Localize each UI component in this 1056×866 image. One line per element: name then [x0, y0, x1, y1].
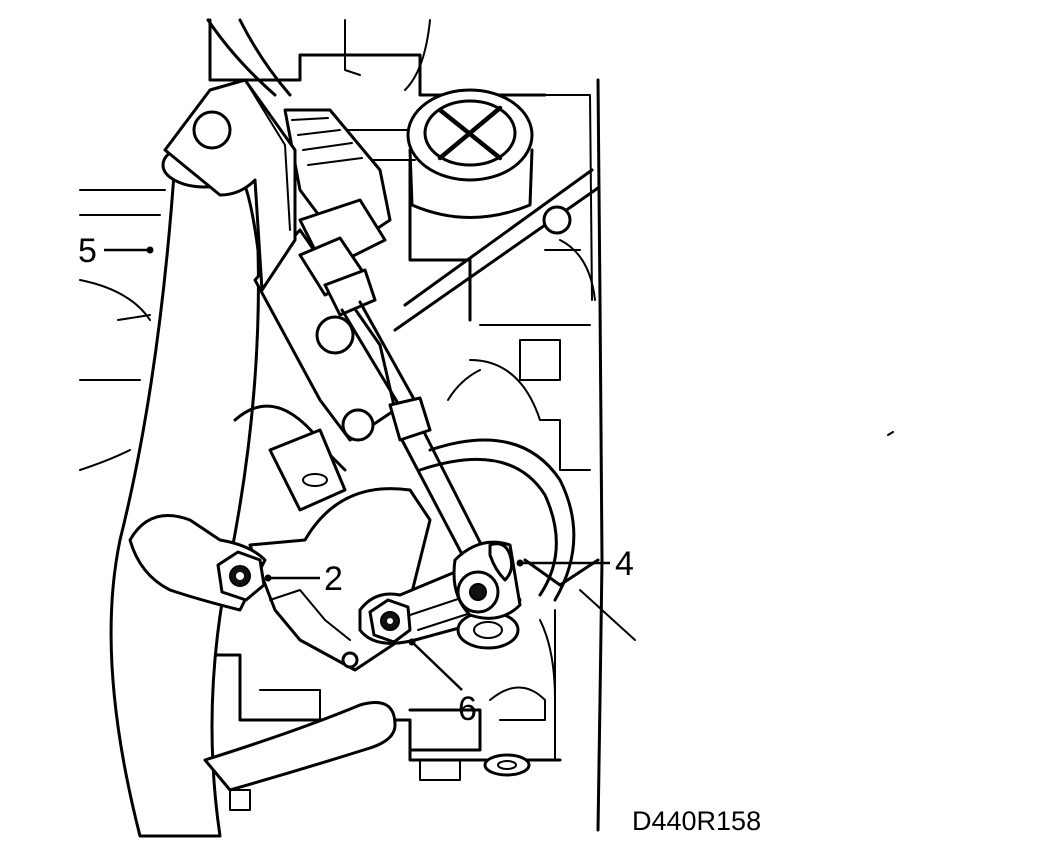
lower-pipe: [203, 701, 397, 792]
brace-rod: [393, 168, 600, 332]
nut-6: [368, 598, 412, 644]
hose-5: [79, 141, 260, 838]
nut-2: [216, 550, 266, 602]
stray-mark: [887, 431, 894, 436]
selector-cable: [206, 18, 487, 562]
callout-2-group: 2: [264, 560, 343, 598]
hose-bracket: [163, 78, 297, 292]
callout-6-group: 6: [408, 638, 477, 728]
callout-label-5: 5: [78, 232, 97, 270]
callout-label-4: 4: [615, 545, 634, 583]
figure-reference: D440R158: [632, 806, 761, 836]
callout-4-group: 4: [516, 545, 634, 583]
callout-label-6: 6: [458, 690, 477, 728]
filler-cap: [406, 88, 534, 219]
ball-joint-4: [452, 540, 522, 620]
callout-5-group: 5: [78, 232, 154, 270]
callout-label-2: 2: [324, 560, 343, 598]
callout-leader-6: [411, 641, 463, 691]
lever-pivot-washer: [456, 610, 520, 650]
